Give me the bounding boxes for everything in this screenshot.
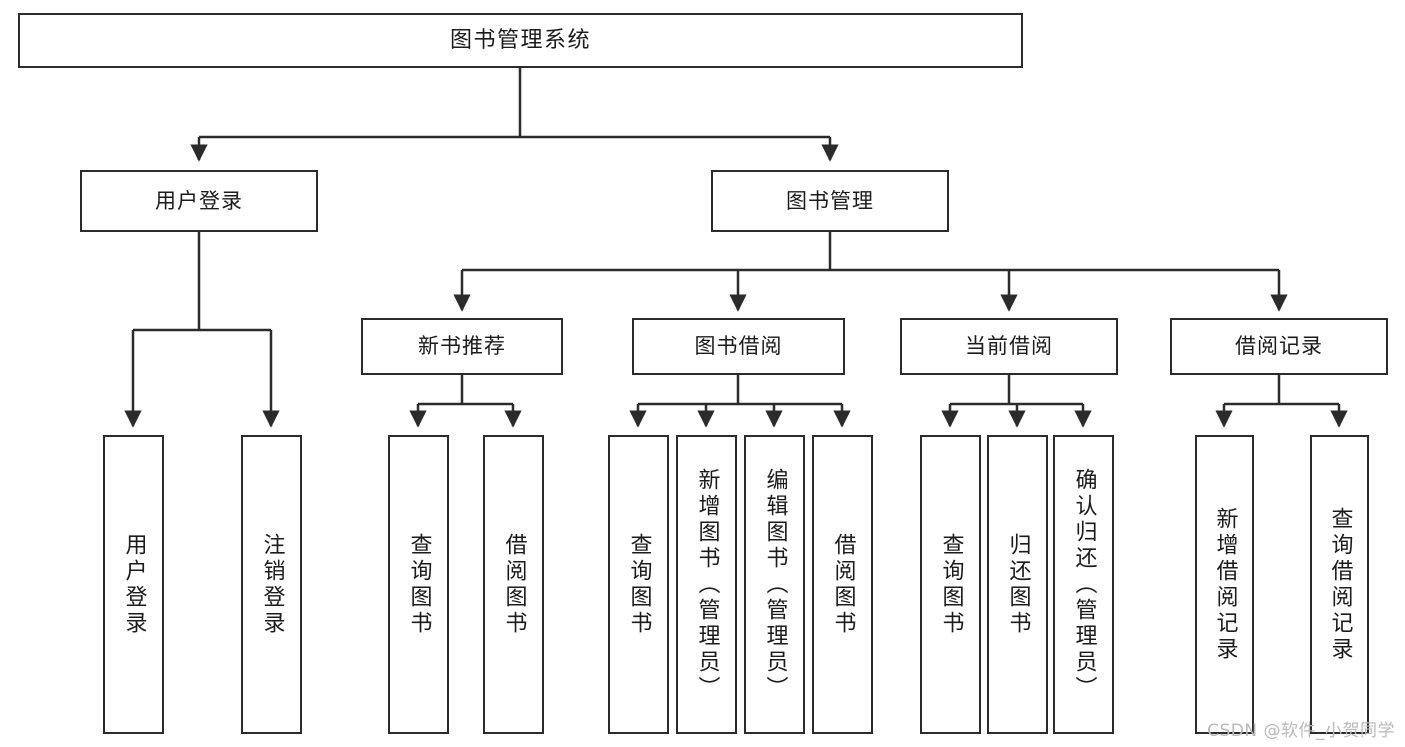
watermark-text: CSDN @软件_小贺同学 bbox=[1207, 721, 1395, 741]
node-label: 查询图书 bbox=[626, 532, 652, 637]
node-label: 借阅记录 bbox=[1235, 334, 1323, 359]
node-label: 查询借阅记录 bbox=[1327, 506, 1353, 663]
node-label: 借阅图书 bbox=[830, 532, 856, 637]
node-label: 借阅图书 bbox=[501, 532, 527, 637]
node-leaf-add-book-admin[interactable]: 新增图书（管理员） bbox=[676, 435, 737, 734]
node-borrowing-records[interactable]: 借阅记录 bbox=[1170, 318, 1388, 375]
node-label: 新书推荐 bbox=[418, 334, 506, 359]
node-label: 图书管理系统 bbox=[449, 27, 591, 53]
node-leaf-confirm-return-admin[interactable]: 确认归还（管理员） bbox=[1053, 435, 1114, 734]
node-label: 图书借阅 bbox=[694, 334, 783, 359]
node-label: 图书管理 bbox=[786, 188, 874, 213]
node-leaf-edit-book-admin[interactable]: 编辑图书（管理员） bbox=[744, 435, 805, 734]
node-leaf-rec-query-book[interactable]: 查询图书 bbox=[388, 435, 449, 734]
node-user-login[interactable]: 用户登录 bbox=[80, 170, 318, 232]
node-root-system[interactable]: 图书管理系统 bbox=[18, 13, 1023, 68]
node-label: 归还图书 bbox=[1005, 532, 1031, 637]
node-book-borrowing[interactable]: 图书借阅 bbox=[632, 318, 845, 375]
node-label: 新增图书（管理员） bbox=[694, 467, 720, 702]
node-leaf-borrow-query-book[interactable]: 查询图书 bbox=[608, 435, 669, 734]
node-leaf-logout[interactable]: 注销登录 bbox=[241, 435, 302, 734]
node-label: 用户登录 bbox=[121, 532, 147, 637]
node-leaf-rec-borrow-book[interactable]: 借阅图书 bbox=[483, 435, 544, 734]
node-current-borrowing[interactable]: 当前借阅 bbox=[900, 318, 1118, 375]
node-book-management[interactable]: 图书管理 bbox=[711, 170, 949, 232]
node-label: 用户登录 bbox=[155, 188, 243, 213]
node-new-book-recommendation[interactable]: 新书推荐 bbox=[361, 318, 563, 375]
node-label: 编辑图书（管理员） bbox=[762, 467, 788, 702]
node-label: 新增借阅记录 bbox=[1212, 506, 1238, 663]
node-label: 查询图书 bbox=[406, 532, 432, 637]
node-leaf-query-borrow-record[interactable]: 查询借阅记录 bbox=[1310, 435, 1369, 734]
node-leaf-cur-query-book[interactable]: 查询图书 bbox=[920, 435, 981, 734]
node-leaf-return-book[interactable]: 归还图书 bbox=[987, 435, 1048, 734]
node-label: 确认归还（管理员） bbox=[1071, 467, 1097, 702]
node-leaf-user-login[interactable]: 用户登录 bbox=[103, 435, 164, 734]
node-label: 当前借阅 bbox=[965, 334, 1053, 359]
node-label: 注销登录 bbox=[259, 532, 285, 637]
node-label: 查询图书 bbox=[938, 532, 964, 637]
node-leaf-borrow-book[interactable]: 借阅图书 bbox=[812, 435, 873, 734]
node-leaf-add-borrow-record[interactable]: 新增借阅记录 bbox=[1195, 435, 1254, 734]
